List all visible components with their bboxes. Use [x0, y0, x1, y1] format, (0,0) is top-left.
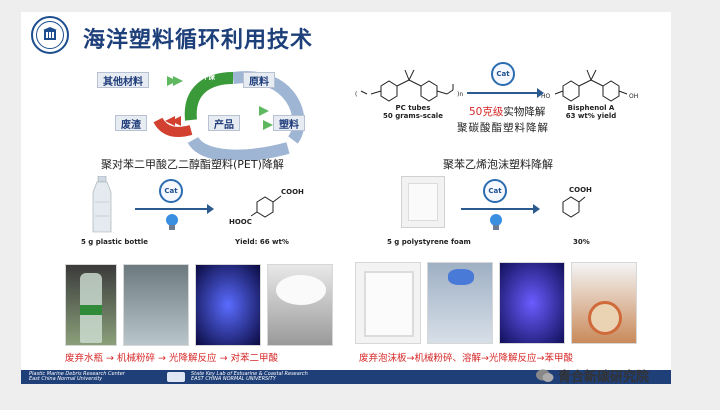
ps-caption-row: 废弃泡沫板→机械粉碎、溶解→光降解反应→苯甲酸: [359, 353, 573, 364]
pet-caption-row: 废弃水瓶 → 机械粉碎 → 光降解反应 → 对苯二甲酸: [65, 353, 279, 364]
photo-photodegradation: [195, 264, 261, 346]
pc-scale-rest: 实物降解: [503, 106, 546, 118]
pc-reactant-scale: 50 grams-scale: [383, 112, 443, 120]
recycle-diagram: 其他材料 环保 原料 废渣 产品 塑料: [93, 60, 323, 160]
pet-catalyst-icon: Cat: [159, 179, 183, 203]
photo-terephthalic-acid: [267, 264, 333, 346]
cycle-center-label: 环保: [201, 73, 215, 81]
wechat-icon: [536, 369, 554, 382]
photo-shredding-dissolving: [427, 262, 493, 344]
pet-yield: Yield: 66 wt%: [235, 238, 289, 246]
pet-amount: 5 g plastic bottle: [81, 238, 149, 246]
box-raw-material: 原料: [243, 72, 275, 88]
footer-logo: [167, 372, 185, 382]
photo-shredded-plastic: [123, 264, 189, 346]
slide: 海洋塑料循环利用技术 其他材料 环保 原料 废渣 产品 塑料: [21, 12, 671, 384]
ps-catalyst-icon: Cat: [483, 179, 507, 203]
pet-group-top: COOH: [281, 188, 304, 196]
page-title: 海洋塑料循环利用技术: [83, 27, 314, 53]
pc-subtitle: 聚碳酸酯塑料降解: [457, 122, 549, 134]
pc-scale-highlight: 50克级: [469, 106, 504, 118]
watermark: 青合新碳研究院: [536, 366, 649, 385]
terephthalic-acid-structure: [250, 195, 282, 218]
pc-product-label: Bisphenol A: [567, 104, 615, 112]
university-logo: [31, 16, 69, 54]
pet-section-title: 聚对苯二甲酸乙二醇酯塑料(PET)降解: [101, 158, 284, 171]
photo-ps-photodegradation: [499, 262, 565, 344]
ps-amount: 5 g polystyrene foam: [387, 238, 471, 246]
pet-group-left: HOOC: [229, 218, 252, 226]
pc-scale-text: 50克级实物降解: [469, 104, 545, 119]
photo-waste-bottle: [65, 264, 117, 346]
pc-reactant-label: PC tubes: [395, 104, 431, 112]
box-other-materials: 其他材料: [97, 72, 149, 88]
svg-text:HO: HO: [541, 93, 551, 100]
ps-yield: 30%: [573, 238, 590, 246]
ps-arrow: [461, 204, 540, 214]
svg-text:)n: )n: [457, 91, 463, 98]
pet-light-bulb-icon: [166, 214, 178, 230]
pet-arrow: [135, 204, 214, 214]
ps-section-title: 聚苯乙烯泡沫塑料降解: [443, 158, 553, 171]
svg-text:(: (: [355, 91, 357, 98]
plastic-bottle-icon: [92, 176, 112, 233]
box-waste: 废渣: [115, 115, 147, 131]
reaction-arrow: [467, 88, 544, 98]
box-plastic: 塑料: [273, 115, 305, 131]
photo-waste-foam: [355, 262, 421, 344]
catalyst-icon: Cat: [491, 62, 515, 86]
pc-reaction: ( )n HO OH Cat PC tubes 50 grams-scale B…: [341, 56, 661, 142]
box-product: 产品: [208, 115, 240, 131]
pc-product-yield: 63 wt% yield: [565, 112, 617, 120]
pc-structures: ( )n HO OH: [355, 69, 638, 102]
svg-text:OH: OH: [629, 93, 638, 100]
photo-benzoic-acid: [571, 262, 637, 344]
polystyrene-foam-image: [401, 176, 445, 228]
footer-right: State Key Lab of Estuarine & Coastal Res…: [191, 371, 308, 382]
ps-light-bulb-icon: [490, 214, 502, 230]
ps-group-top: COOH: [569, 186, 592, 194]
benzoic-acid-structure: [562, 196, 586, 218]
